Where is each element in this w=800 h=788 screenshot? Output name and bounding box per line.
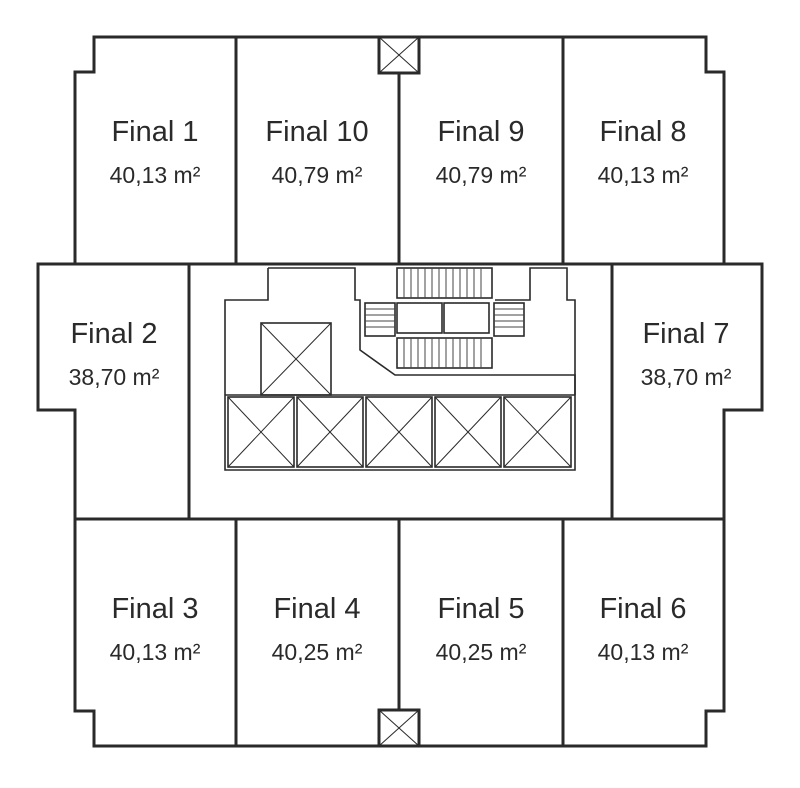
unit-7-outline: [610, 262, 764, 521]
unit-2-title: Final 2: [70, 318, 157, 350]
unit-1-title: Final 1: [111, 116, 198, 148]
unit-10-area: 40,79 m²: [272, 162, 363, 188]
unit-3-title: Final 3: [111, 593, 198, 625]
unit-5-outline: [397, 517, 565, 748]
unit-3-area: 40,13 m²: [110, 639, 201, 665]
unit-9-title: Final 9: [437, 116, 524, 148]
core-interior: [224, 267, 576, 471]
unit-8-outline: [561, 35, 726, 266]
unit-4-title: Final 4: [273, 593, 360, 625]
unit-6-area: 40,13 m²: [598, 639, 689, 665]
unit-8-title: Final 8: [599, 116, 686, 148]
unit-7-title: Final 7: [642, 318, 729, 350]
unit-7-area: 38,70 m²: [641, 364, 732, 390]
unit-1-outline: [73, 35, 238, 266]
unit-2-area: 38,70 m²: [69, 364, 160, 390]
unit-4-outline: [234, 517, 401, 748]
unit-6-outline: [561, 517, 726, 748]
unit-3-outline: [73, 517, 238, 748]
unit-6-title: Final 6: [599, 593, 686, 625]
unit-5-title: Final 5: [437, 593, 524, 625]
unit-9-outline: [397, 35, 565, 266]
unit-4-area: 40,25 m²: [272, 639, 363, 665]
unit-1-area: 40,13 m²: [110, 162, 201, 188]
unit-8-area: 40,13 m²: [598, 162, 689, 188]
stairs: [364, 267, 525, 369]
unit-10-outline: [234, 35, 401, 266]
unit-2-outline: [36, 262, 191, 521]
unit-10-title: Final 10: [265, 116, 368, 148]
unit-9-area: 40,79 m²: [436, 162, 527, 188]
unit-5-area: 40,25 m²: [436, 639, 527, 665]
